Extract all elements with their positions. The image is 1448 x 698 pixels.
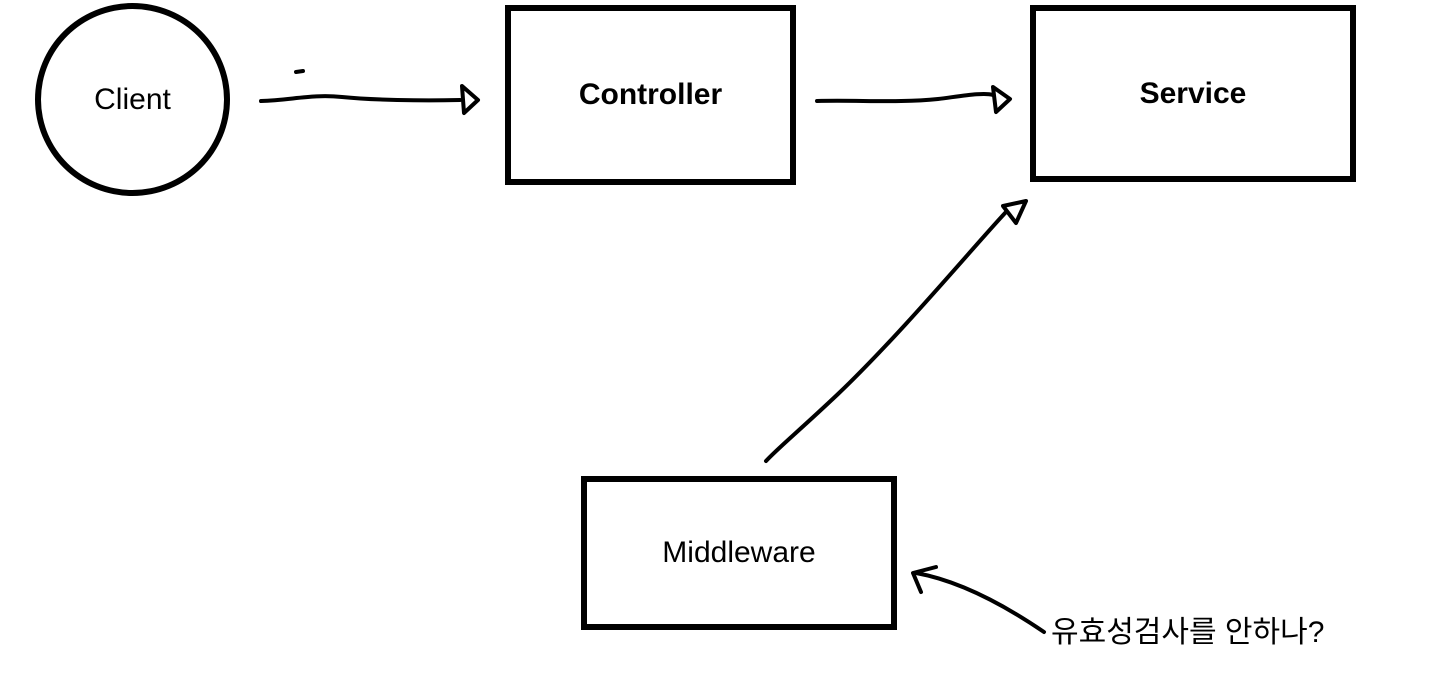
node-middleware: Middleware (581, 476, 897, 630)
edge-client-controller-line (259, 94, 462, 103)
edge-controller-service-line (815, 91, 995, 104)
node-client-label: Client (94, 82, 171, 116)
stray-pen-mark (294, 69, 305, 74)
edge-controller-service-arrowhead-icon (991, 85, 1012, 114)
node-controller: Controller (505, 5, 796, 185)
edge-annotation-middleware-arrowhead-icon (911, 565, 938, 594)
edge-middleware-service-line (764, 210, 1008, 463)
node-service: Service (1030, 5, 1356, 182)
node-controller-label: Controller (578, 78, 723, 111)
edge-annotation-middleware-line (914, 571, 1046, 634)
node-service-label: Service (1139, 76, 1247, 110)
node-middleware-label: Middleware (662, 536, 816, 569)
edge-client-controller-arrowhead-icon (460, 84, 480, 115)
annotation-text: 유효성검사를 안하나? (1051, 616, 1325, 649)
node-client: Client (35, 3, 230, 196)
edge-middleware-service-arrowhead-icon (1001, 199, 1028, 225)
